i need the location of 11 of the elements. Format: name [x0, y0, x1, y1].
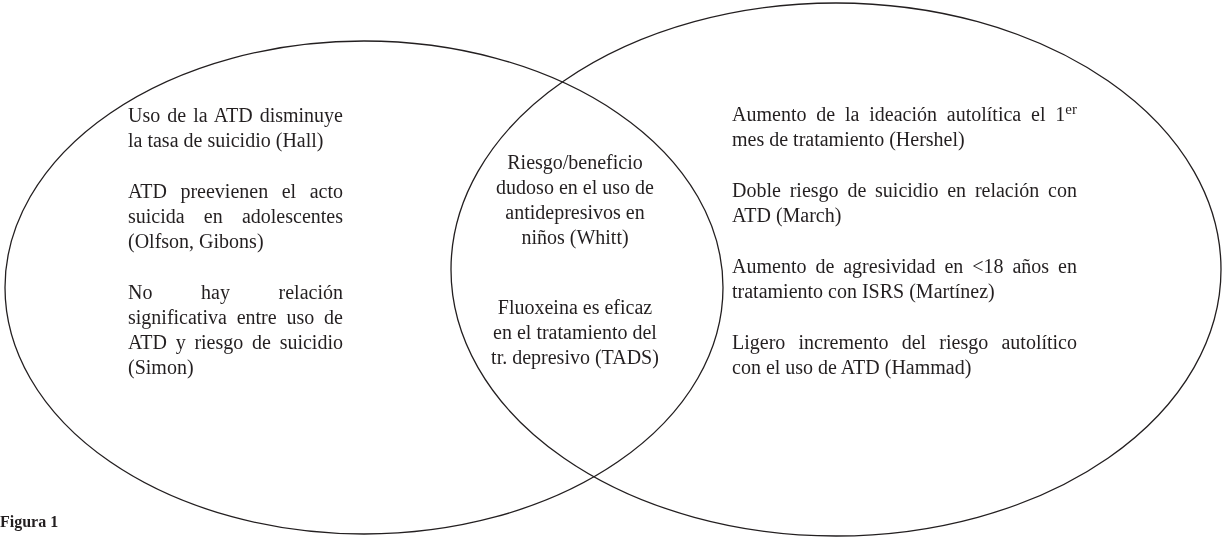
- overlap-text: Fluoxeina es eficaz en el tratamiento del tr. depresivo (TADS): [490, 295, 660, 370]
- venn-item-text: Ligero incremento del riesgo autolítico con el uso de ATD (Hammad): [732, 330, 1077, 380]
- venn-item-text: Aumento de la ideación autolítica el 1$^{er}$ mes de tratamiento (Hershel): [732, 102, 1077, 152]
- overlap-text: Riesgo/beneficio dudoso en el uso de antidepresivos en niños (Whitt): [495, 150, 655, 250]
- venn-item-text: Uso de la ATD disminuye la tasa de suicidio (Hall): [128, 103, 343, 153]
- figure-caption: Figura 1: [0, 512, 59, 532]
- venn-item-text: Doble riesgo de suicidio en relación con ATD (March): [732, 178, 1077, 228]
- venn-item-text: Aumento de agresividad en <18 años en tratamiento con ISRS (Martínez): [732, 254, 1077, 304]
- venn-ellipse: [450, 2, 1222, 537]
- venn-item-text: ATD preevienen el acto suicida en adolescentes (Olfson, Gibons): [128, 179, 343, 254]
- venn-item-text: No hay relación significativa entre uso de ATD y riesgo de suicidio (Simon): [128, 280, 343, 380]
